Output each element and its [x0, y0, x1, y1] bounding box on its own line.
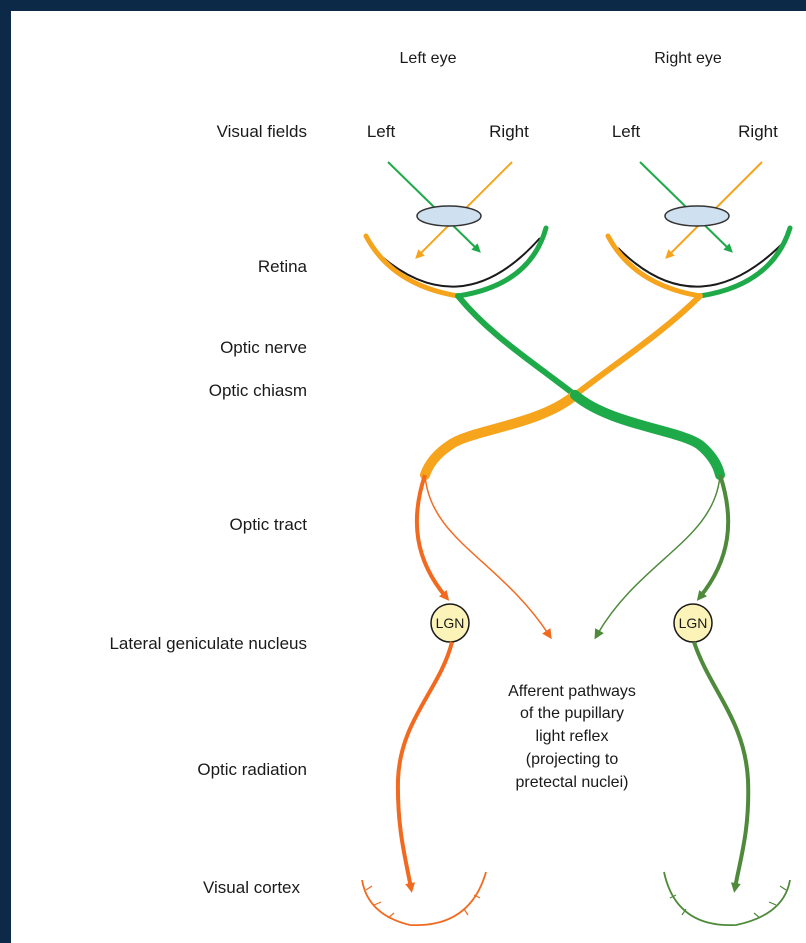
visual-cortex-left	[362, 872, 486, 925]
optic-radiation-right	[694, 642, 748, 888]
eyeball-left	[372, 238, 540, 287]
field-left-eye-right: Right	[489, 122, 529, 141]
label-optic-chiasm: Optic chiasm	[209, 381, 307, 400]
note-line-1: Afferent pathways	[508, 683, 636, 700]
optic-tract-left	[425, 395, 575, 475]
header-right-eye: Right eye	[654, 50, 722, 67]
tract-to-lgn-left	[417, 475, 446, 597]
lgn-right-label: LGN	[679, 615, 708, 631]
optic-tract-right	[575, 395, 720, 475]
lgn-left-label: LGN	[436, 615, 465, 631]
visual-cortex-right	[664, 872, 790, 925]
optic-radiation-left	[398, 642, 452, 888]
retina-right-eye-nasal	[608, 236, 700, 296]
ray-green-left-eye	[388, 162, 478, 250]
lens-left-eye	[417, 206, 481, 226]
visual-pathway-diagram: Left eye Right eye Visual fields Retina …	[11, 11, 806, 943]
optic-nerve-left-green	[458, 296, 575, 395]
lens-right-eye	[665, 206, 729, 226]
label-visual-cortex: Visual cortex	[203, 878, 301, 897]
field-left-eye-left: Left	[367, 122, 396, 141]
note-line-4: (projecting to	[526, 751, 619, 768]
label-optic-tract: Optic tract	[230, 515, 308, 534]
note-line-2: of the pupillary	[520, 705, 624, 722]
tract-to-lgn-right	[700, 475, 728, 597]
label-visual-fields: Visual fields	[217, 122, 307, 141]
optic-nerve-right-orange	[575, 296, 700, 395]
label-lateral-geniculate-nucleus: Lateral geniculate nucleus	[109, 634, 307, 653]
field-right-eye-left: Left	[612, 122, 641, 141]
retina-left-eye-nasal	[458, 228, 546, 296]
note-line-5: pretectal nuclei)	[516, 774, 629, 791]
eyeball-right	[618, 238, 788, 287]
field-right-eye-right: Right	[738, 122, 778, 141]
label-optic-nerve: Optic nerve	[220, 338, 307, 357]
note-line-3: light reflex	[536, 728, 609, 745]
label-optic-radiation: Optic radiation	[197, 760, 307, 779]
diagram-panel: Left eye Right eye Visual fields Retina …	[11, 11, 806, 943]
label-retina: Retina	[258, 257, 308, 276]
header-left-eye: Left eye	[400, 50, 457, 67]
